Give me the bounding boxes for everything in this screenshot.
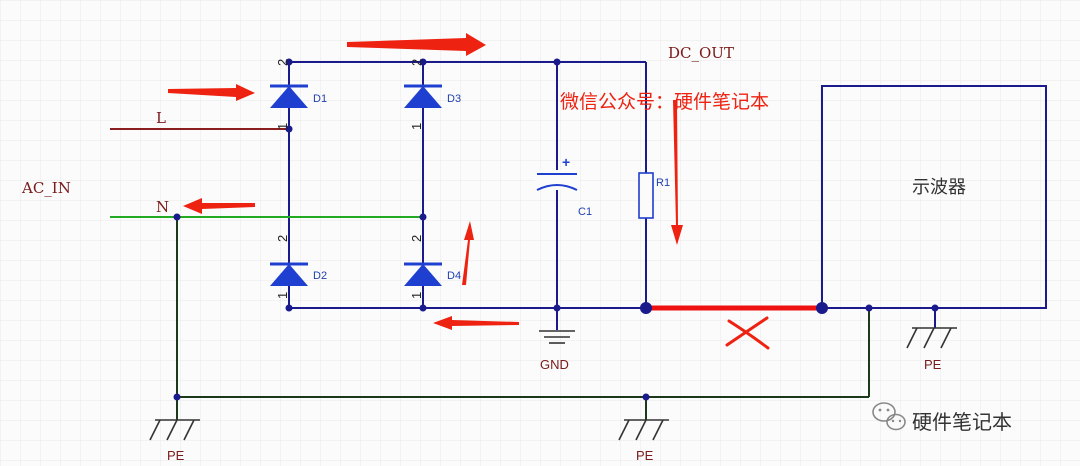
wechat-icon [872, 402, 906, 431]
cross-mark [725, 316, 770, 350]
capacitor-c1: + C1 [535, 154, 592, 218]
pe-label-mid: PE [636, 448, 654, 463]
c1-ref: C1 [578, 206, 592, 218]
current-arrows [168, 33, 683, 330]
resistor-r1: R1 [638, 172, 670, 219]
diode-d3: D3 2 1 [404, 59, 461, 130]
pe-label-right: PE [924, 357, 942, 372]
short-node-left [640, 302, 652, 314]
junction-dots [173, 58, 939, 401]
d2-pin-top: 2 [275, 235, 290, 242]
ground-symbol [539, 330, 575, 344]
diode-d4: D4 2 1 [404, 235, 461, 299]
short-node-right [816, 302, 828, 314]
c1-polarity: + [562, 154, 570, 170]
arrow-bottom-left [433, 316, 519, 330]
arrow-top-right [347, 33, 486, 56]
diode-d2: D2 2 1 [270, 235, 327, 299]
d2-ref: D2 [313, 270, 327, 282]
arrow-r1-down [671, 100, 683, 245]
d1-pin-top: 2 [275, 59, 290, 66]
pe-label-left: PE [167, 448, 185, 463]
line-label: L [156, 109, 166, 127]
watermark-text: 微信公众号：硬件笔记本 [560, 91, 769, 113]
arrow-d1-right [168, 84, 255, 101]
neutral-label: N [156, 198, 169, 216]
d4-pin-bottom: 1 [409, 292, 424, 299]
ac-in-label: AC_IN [21, 179, 71, 197]
d1-pin-bottom: 1 [275, 123, 290, 130]
arrow-n-left [183, 198, 255, 214]
r1-ref: R1 [656, 177, 670, 189]
d3-ref: D3 [447, 93, 461, 105]
earth-wires [176, 217, 870, 420]
oscilloscope-box [821, 85, 1047, 309]
pe-symbol-left [149, 419, 200, 441]
d3-pin-bottom: 1 [409, 123, 424, 130]
pe-symbol-right [906, 327, 957, 349]
dc-out-label: DC_OUT [668, 44, 734, 62]
oscilloscope-label: 示波器 [912, 177, 966, 197]
diode-d1: D1 2 1 [270, 59, 327, 130]
d2-pin-bottom: 1 [275, 292, 290, 299]
gnd-label: GND [540, 357, 569, 372]
arrow-d4-up [462, 221, 474, 285]
d4-ref: D4 [447, 270, 461, 282]
pe-symbol-mid [618, 419, 669, 441]
d3-pin-top: 2 [409, 59, 424, 66]
d1-ref: D1 [313, 93, 327, 105]
d4-pin-top: 2 [409, 235, 424, 242]
brand-text: 硬件笔记本 [912, 411, 1012, 434]
